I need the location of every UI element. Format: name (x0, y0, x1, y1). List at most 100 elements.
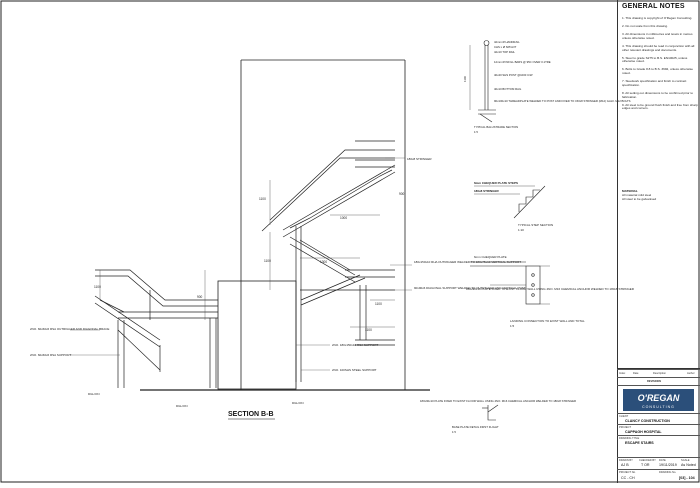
client-value: CLANCY CONSTRUCTION (625, 419, 670, 423)
drawing-title-row: DRAWING TITLE ESCAPE STAIRS (617, 435, 700, 457)
label-level: DGL/ON (88, 392, 100, 396)
landing-label-1: 6mm CHEQUER PLATE (474, 255, 507, 259)
checked-value: T OR (641, 463, 650, 467)
rev-header-description: Description (653, 372, 666, 375)
label-level-2: DGL/ON (176, 404, 188, 408)
drawn-row: DRAWN BY AJ B CHECKED BY T OR DATE 19/11… (617, 457, 700, 469)
project-value: CAPPAGH HOSPITAL (625, 430, 662, 434)
scale-label: SCALE (681, 459, 690, 462)
section-title: SECTION B-B (228, 411, 274, 418)
project-no-label: PROJECT No. (619, 471, 636, 474)
logo-row: O'REGAN CONSULTING (617, 385, 700, 413)
landing-scale: 1:5 (510, 324, 515, 328)
drawing-no-label: DRAWING No. (659, 471, 677, 474)
numbers-row: PROJECT No. CC - CH DRAWING No. [03] - 1… (617, 469, 700, 484)
logo-main-text: O'REGAN (638, 393, 680, 403)
general-notes-title: GENERAL NOTES (622, 3, 685, 10)
note-item: 3. All dimensions in millimetres and lev… (622, 31, 693, 40)
checked-label: CHECKED BY (639, 459, 656, 462)
building-outline (140, 59, 430, 391)
drawing-title-value: ESCAPE STAIRS (625, 441, 654, 445)
note-item: 2. Do not scale from this drawing. (622, 23, 668, 28)
date-value: 19/11/2019 (659, 463, 677, 467)
dim-text: 900 (197, 295, 203, 299)
dim-text: 1100 (259, 197, 266, 201)
note-item: 6. Bolts to Grade 8.8 to B.S. 3692, unle… (622, 67, 694, 76)
project-no-value: CC - CH (621, 476, 635, 480)
step-heading-2: 180x8 STRINGER (474, 189, 500, 193)
drawing-title-label: DRAWING TITLE (619, 437, 640, 440)
rev-header-index: Index (619, 372, 626, 375)
balustrade-label-2: CHS x Ø SPIGOT (494, 45, 517, 49)
landing-label-2: 180x90x10 PLATE FIXED TO EXIST. FLOOR WA… (466, 287, 635, 291)
note-item: 1. This drawing is copyright of O'Regan … (622, 16, 693, 20)
label-stringer-top: 180x8 STRINGER (407, 157, 432, 161)
balustrade-label-5: 40x40 SHS POST @1000 C/W (494, 73, 533, 77)
label-outrigger: 180x150x10 RHA OUTRIGGER WELDED TO 180x7… (414, 260, 521, 264)
revisions-title: REVISIONS (647, 380, 662, 383)
step-scale: 1:10 (518, 228, 524, 232)
label-diag-support: 90x90x6 DIAGONAL SUPPORT WELDED TO OUTRI… (414, 286, 526, 290)
step-heading-1: 6mm CHEQUER PLATE STEPS (474, 181, 518, 185)
balustrade-label-3: 42x10 TOP RAIL (494, 50, 515, 54)
project-row: PROJECT CAPPAGH HOSPITAL (617, 424, 700, 435)
label-rha-support: 2NO. 180x150x10 RSA SUPPORT (332, 343, 378, 347)
general-notes-list: 1. This drawing is copyright of O'Regan … (622, 16, 698, 115)
balustrade-label-1: 42mm Ø HANDRAIL (494, 40, 520, 44)
landing-connection-detail (470, 261, 550, 305)
note-item: 5. Steel to grade S275 to B.S. EN10025, … (622, 55, 688, 64)
note-item: 9. All steel to be ground flush finish a… (622, 102, 698, 111)
dim-text: 1100 (94, 285, 101, 289)
dim-text: 1100 (365, 328, 372, 332)
general-notes-panel: GENERAL NOTES 1. This drawing is copyrig… (617, 0, 700, 483)
balustrade-label-6: 40x10 BOTTOM RAIL (494, 87, 522, 91)
revision-header-row: Index Date Description Author (617, 369, 700, 377)
client-label: CLIENT (619, 415, 629, 418)
label-left-rha: 2NO. 60x60x6 RSA OUTRIGGER AND DIAGONAL … (30, 327, 109, 331)
title-block: Index Date Description Author REVISIONS … (617, 368, 700, 483)
base-plate-detail (482, 404, 499, 421)
step-title: TYPICAL STEP SECTION (518, 223, 553, 227)
label-left-rsa: 2NO. 60x60x6 RSA SUPPORT (30, 353, 71, 357)
note-item: 4. This drawing should be read in conjun… (622, 43, 695, 52)
oregan-logo: O'REGAN CONSULTING (623, 389, 694, 411)
step-section-detail (474, 185, 546, 219)
dim-text: 900 (399, 192, 405, 196)
drawing-no-value: [03] - 104 (679, 476, 695, 480)
material-title: MATERIAL (622, 189, 638, 193)
material-line: All steel to be galvanised (622, 196, 657, 201)
rev-header-date: Date (633, 372, 639, 375)
landing-title: LANDING CONNECTION TO EXIST WALL AND TOT… (510, 319, 585, 323)
balustrade-section-detail (469, 40, 496, 123)
balustrade-dim: 1100 (463, 76, 467, 82)
drawn-value: AJ B (621, 463, 629, 467)
note-item: 7. Steelwork specification and finish to… (622, 79, 687, 87)
label-level-3: DGL/ON (292, 401, 304, 405)
drawn-label: DRAWN BY (619, 459, 633, 462)
base-plate-scale: 1:5 (452, 430, 456, 434)
base-plate-title: BASE PLATE DETAIL FIRST FLIGHT (452, 425, 499, 429)
balustrade-label-4: 12mm Ø INFILL BARS @ 95C OVER 0.1TRE (494, 60, 551, 64)
balustrade-scale: 1:5 (474, 130, 478, 134)
note-item: 8. All setting out dimensions to be conf… (622, 90, 694, 99)
label-shs-support: 2NO. 100SHS STEEL SUPPORT (332, 368, 377, 372)
balustrade-label-7: 90x100x10 THREADPLATE WELDED TO POST AND… (494, 99, 631, 103)
dim-text: 1300 (320, 260, 327, 264)
rev-header-author: Author (687, 372, 695, 375)
leader-lines (70, 157, 412, 371)
dimension-lines (99, 130, 406, 328)
scale-value: As Noted (681, 463, 696, 467)
date-label: DATE (659, 459, 666, 462)
project-label: PROJECT (619, 426, 632, 429)
material-line: All material mild steel (622, 192, 652, 197)
revisions-row: REVISIONS (617, 377, 700, 385)
material-notes: MATERIAL All material mild steel All ste… (622, 189, 698, 201)
stair-flights (94, 140, 396, 388)
client-row: CLIENT CLANCY CONSTRUCTION (617, 413, 700, 424)
logo-sub-text: CONSULTING (642, 405, 675, 409)
dim-text: 1100 (264, 259, 271, 263)
base-plate-label: 180x90x10 PLATE FIXED TO EXIST FLOOR WAL… (420, 399, 576, 403)
